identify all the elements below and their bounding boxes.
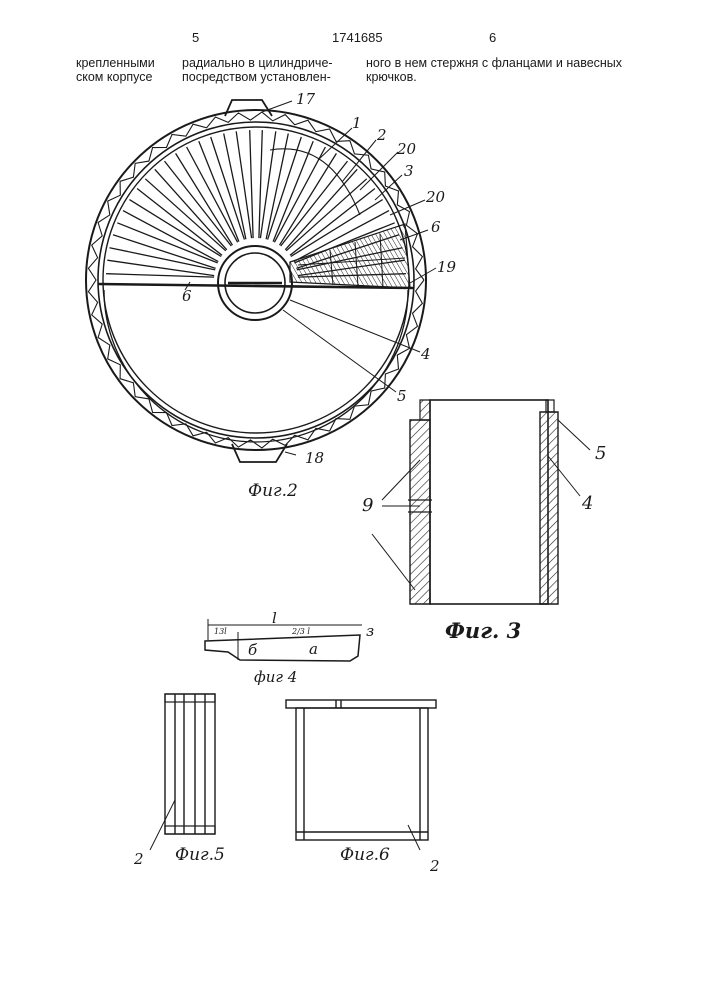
fig2-spoke-line [117, 223, 217, 263]
fig2-spoke-line [106, 274, 214, 277]
fig4-label-l: l [272, 609, 277, 627]
fig6-top-flange [286, 700, 436, 708]
fig2-label-20a: 20 [397, 140, 416, 158]
fig3-label-5: 5 [595, 443, 606, 464]
fig4-label-seg1: 13l [214, 627, 227, 636]
fig2-label-20b: 20 [426, 188, 445, 206]
fig2-spoke-line [259, 130, 262, 238]
fig6-drawing [286, 700, 436, 850]
fig4-label-seg2: 2/3 l [292, 627, 310, 636]
fig3-label-9: 9 [362, 495, 373, 516]
fig3-right-wall [540, 412, 558, 604]
fig5-drawing [150, 694, 215, 850]
fig2-label-19: 19 [437, 258, 456, 276]
fig3-drawing [372, 400, 590, 604]
fig4-drawing [205, 619, 362, 661]
fig2-spoke-line [250, 130, 253, 238]
fig4-label-s: з [366, 622, 374, 640]
fig2-label-2: 2 [377, 126, 387, 144]
fig2-spoke-line [137, 189, 222, 256]
fig4-label-a: a [309, 640, 318, 658]
fig2-label-4: 4 [421, 345, 431, 363]
fig6-label-2: 2 [430, 857, 440, 875]
fig3-caption: Фиг. 3 [445, 618, 521, 643]
fig3-label-4: 4 [582, 493, 593, 514]
fig2-spoke-line [199, 141, 239, 241]
fig2-label-6-left: 6 [182, 287, 192, 305]
fig4-label-b: б [248, 641, 257, 659]
fig2-hatched-sector [290, 224, 410, 288]
fig2-label-3: 3 [404, 162, 414, 180]
fig2-spoke-line [281, 161, 348, 246]
fig6-caption: Фиг.6 [340, 845, 390, 865]
fig2-label-1: 1 [352, 114, 362, 132]
fig4-blade [205, 635, 360, 661]
fig2-spoke-line [273, 141, 313, 241]
fig5-caption: Фиг.5 [175, 845, 225, 865]
fig4-caption: фиг 4 [254, 668, 297, 686]
fig5-label-2: 2 [134, 850, 144, 868]
fig2-label-18: 18 [305, 449, 324, 467]
fig2-label-17: 17 [296, 90, 315, 108]
fig5-frame [165, 694, 215, 834]
fig2-spoke-line [165, 161, 232, 246]
fig3-body [430, 400, 548, 604]
fig2-label-6-right: 6 [431, 218, 441, 236]
fig2-top-bracket [225, 100, 272, 116]
fig2-label-5: 5 [397, 387, 407, 405]
fig2-drawing [86, 100, 436, 462]
fig6-body [296, 708, 428, 840]
fig2-caption: Фиг.2 [248, 481, 298, 501]
